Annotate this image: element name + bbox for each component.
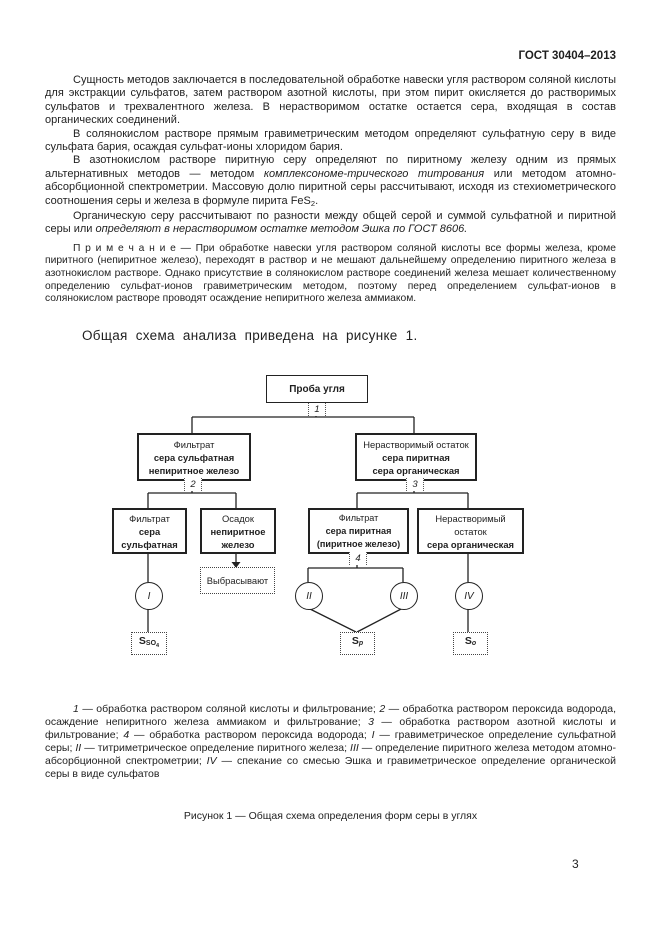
box-coal-sample: Проба угля	[266, 375, 368, 403]
flowchart-figure: Проба угля 1 2 3 4 Фильтрат сера сульфат…	[0, 370, 661, 682]
paragraph-4: Органическую серу рассчитывают по разнос…	[45, 210, 616, 236]
note-paragraph: П р и м е ч а н и е — При обработке наве…	[45, 242, 616, 305]
body-text: Сущность методов заключается в последова…	[45, 74, 616, 306]
schema-intro-line: Общая схема анализа приведена на рисунке…	[82, 328, 418, 343]
step-label-4: 4	[349, 552, 367, 565]
formula-subscript: 2	[310, 198, 316, 208]
method-circle-3: III	[390, 582, 418, 610]
paragraph-3: В азотнокислом растворе пиритную серу оп…	[45, 154, 616, 208]
paragraph-2: В солянокислом растворе прямым гравиметр…	[45, 127, 616, 154]
method-circle-4: IV	[455, 582, 483, 610]
step-label-2: 2	[184, 478, 202, 491]
step-label-3: 3	[406, 478, 424, 491]
box-filtrate-sulfate: Фильтрат сера сульфатная	[112, 508, 187, 554]
box-residue-main: Нерастворимый остаток сера пиритная сера…	[355, 433, 477, 481]
note-label: П р и м е ч а н и е	[73, 242, 176, 254]
figure-legend: 1 — обработка раствором соляной кислоты …	[45, 703, 616, 780]
box-discard: Выбрасывают	[200, 567, 275, 594]
paragraph-1: Сущность методов заключается в последова…	[45, 74, 616, 127]
method-circle-1: I	[135, 582, 163, 610]
box-filtrate-main: Фильтрат сера сульфатная непиритное желе…	[137, 433, 251, 481]
method-circle-2: II	[295, 582, 323, 610]
box-filtrate-pyrite: Фильтрат сера пиритная (пиритное железо)	[308, 508, 409, 554]
box-residue-organic: Нерастворимый остаток сера органическая	[417, 508, 524, 554]
step-label-1: 1	[308, 403, 326, 416]
page-number: 3	[572, 857, 579, 871]
box-precipitate: Осадок непиритное железо	[200, 508, 276, 554]
document-code: ГОСТ 30404–2013	[518, 50, 616, 62]
arrow-down-icon	[231, 562, 241, 568]
figure-caption: Рисунок 1 — Общая схема определения форм…	[183, 810, 478, 822]
